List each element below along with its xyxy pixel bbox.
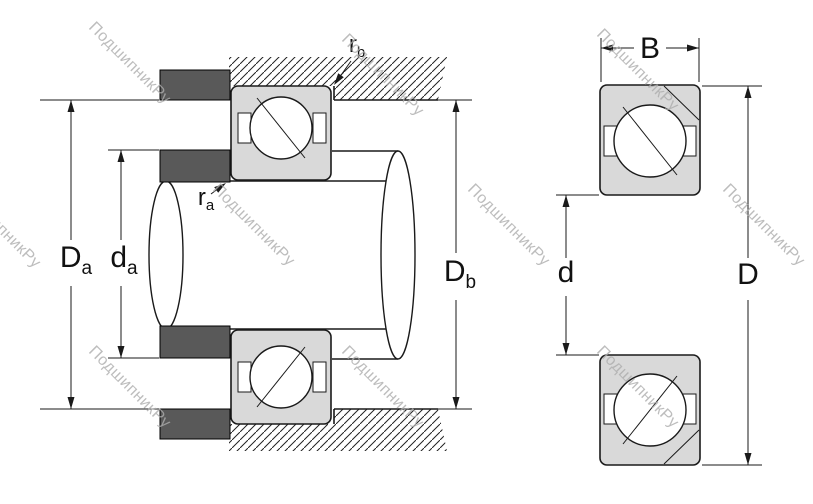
dimension-d: d [556, 194, 599, 356]
label-Da: Da [60, 241, 93, 279]
arrowhead [601, 44, 613, 52]
cage-pocket [237, 112, 252, 144]
contact-angle-line [256, 346, 306, 408]
housing-section-bottom [229, 409, 447, 451]
shoulder-line [663, 85, 700, 121]
bearing-section-top-right [599, 84, 701, 196]
arrowhead [744, 453, 752, 465]
contact-angle-line [622, 375, 678, 445]
label-B: B [640, 32, 660, 65]
arrowhead [562, 195, 570, 207]
shoulder-line [663, 429, 700, 465]
watermark-text: ПодшипникРу [464, 181, 553, 270]
arrowhead [214, 183, 226, 193]
dimension-D: D [702, 85, 762, 466]
arrowhead [334, 73, 344, 85]
callout-rb: rb [334, 31, 365, 85]
spacer-top-outer [159, 69, 231, 101]
cage-pocket [312, 112, 327, 144]
dimension-da: da [108, 149, 159, 359]
arrowhead [452, 397, 460, 409]
leader-line [338, 60, 352, 79]
right-view-bearing-section: B d D [556, 32, 762, 466]
label-Db: Db [444, 255, 476, 293]
arrowhead [562, 343, 570, 355]
cage-pocket [237, 361, 252, 393]
label-da: da [110, 241, 138, 279]
watermark-text: ПодшипникРу [85, 19, 174, 108]
arrowhead [67, 100, 75, 112]
bearing-section-top-left [230, 85, 332, 181]
dimension-Db: Db [438, 99, 476, 410]
bearing-section-bottom-right [599, 354, 701, 466]
cage-pocket [312, 361, 327, 393]
housing-bore-lines-bottom [333, 408, 438, 424]
left-view-mounting-section: Da da Db ra [40, 31, 476, 451]
shaft-end-right [380, 150, 416, 360]
spacer-top-inner [159, 149, 231, 183]
arrowhead [117, 346, 125, 358]
arrowhead [67, 397, 75, 409]
housing-bore-lines-top [333, 86, 438, 101]
watermark-text: ПодшипникРу [719, 181, 808, 270]
label-D: D [737, 258, 759, 291]
arrowhead [452, 100, 460, 112]
label-ra: ra [198, 184, 215, 214]
arrowhead [744, 86, 752, 98]
watermark-text: ПодшипникРу [209, 181, 298, 270]
spacer-bottom-inner [159, 325, 231, 359]
callout-ra: ra [198, 183, 226, 214]
arrowhead [117, 150, 125, 162]
watermark-text: ПодшипникРу [0, 183, 44, 272]
arrowhead [687, 44, 699, 52]
contact-angle-line [256, 97, 306, 159]
bearing-section-bottom-left [230, 329, 332, 425]
shaft-end-left [148, 180, 184, 330]
dimension-Da: Da [40, 99, 159, 410]
label-d: d [558, 256, 575, 289]
label-rb: rb [349, 31, 365, 61]
contact-angle-line [622, 106, 678, 176]
dimension-B: B [600, 32, 700, 82]
spacer-bottom-outer [159, 408, 231, 440]
